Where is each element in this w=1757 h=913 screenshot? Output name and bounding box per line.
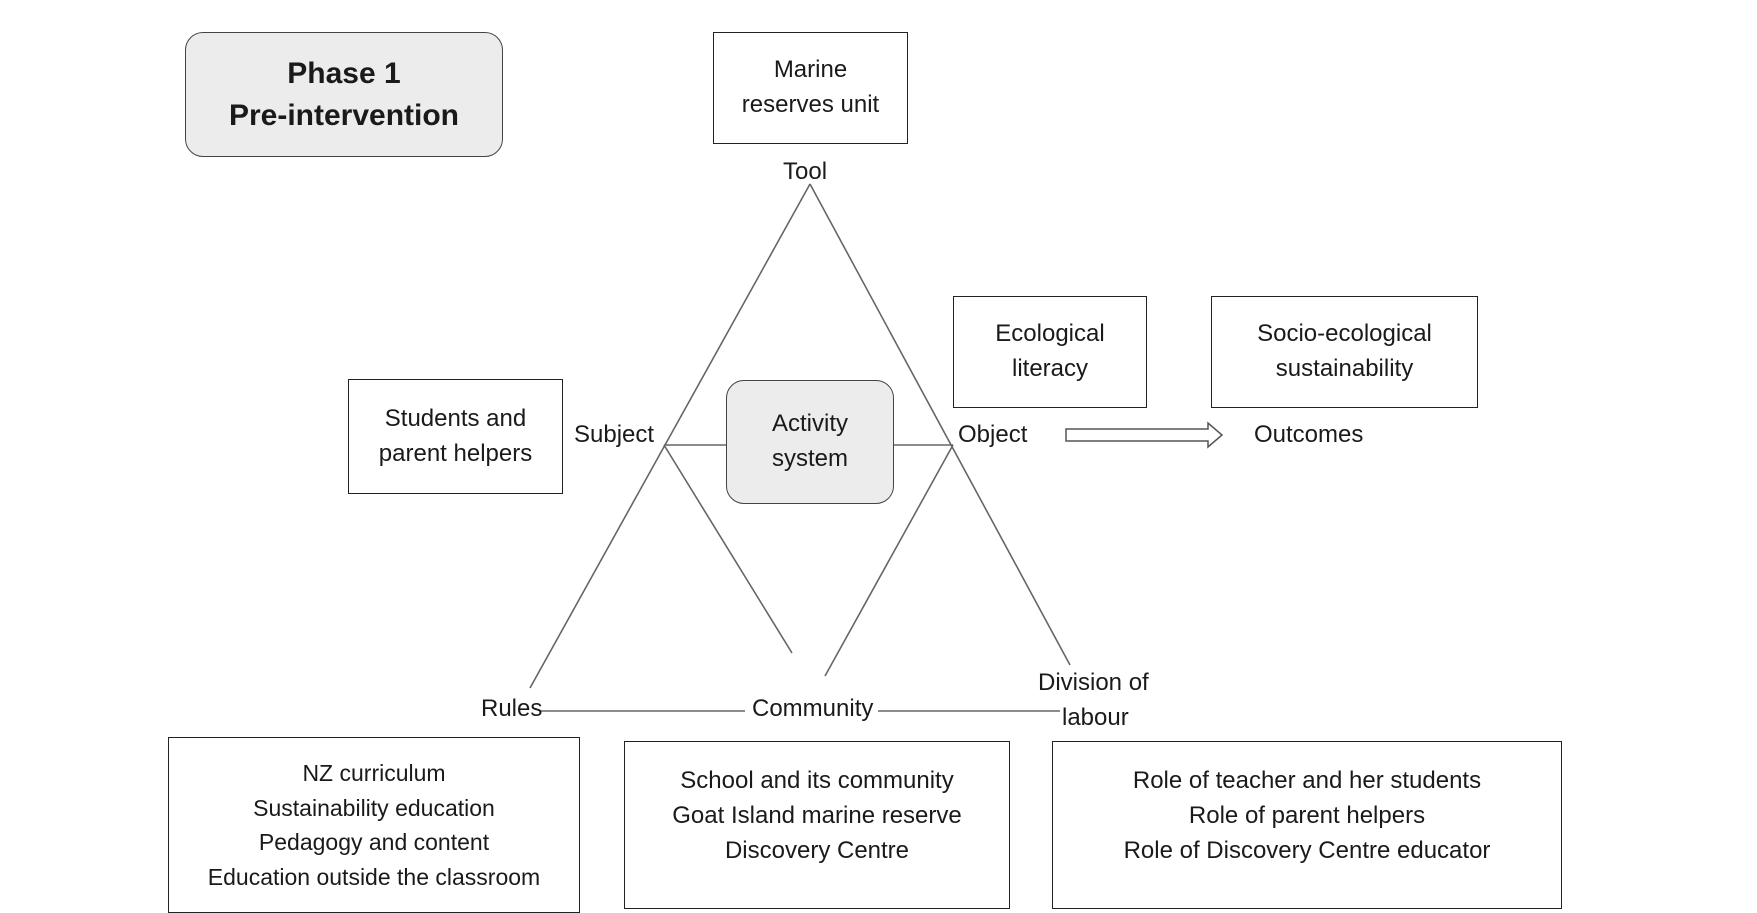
phase-title: Phase 1 bbox=[287, 56, 401, 90]
object-community-line bbox=[824, 444, 954, 677]
object-box-line-1: Ecological bbox=[995, 320, 1105, 348]
rules-box-line-4: Education outside the classroom bbox=[207, 863, 541, 890]
community-box-line-1: School and its community bbox=[680, 767, 954, 794]
outcome-box: Socio-ecological sustainability bbox=[1211, 296, 1478, 408]
phase-box: Phase 1 Pre-intervention bbox=[185, 32, 503, 157]
tool-box: Marine reserves unit bbox=[713, 32, 908, 144]
object-label: Object bbox=[958, 421, 1028, 448]
outcome-box-line-1: Socio-ecological bbox=[1257, 320, 1432, 348]
community-box-line-3: Discovery Centre bbox=[724, 836, 910, 864]
division-box: Role of teacher and her students Role of… bbox=[1052, 741, 1562, 909]
subject-box: Students and parent helpers bbox=[348, 379, 563, 494]
outcomes-label: Outcomes bbox=[1254, 421, 1364, 448]
subject-box-line-2: parent helpers bbox=[378, 439, 533, 467]
phase-subtitle: Pre-intervention bbox=[228, 98, 460, 132]
object-box-line-2: literacy bbox=[1011, 355, 1089, 382]
community-box: School and its community Goat Island mar… bbox=[624, 741, 1010, 909]
division-box-line-1: Role of teacher and her students bbox=[1132, 767, 1482, 794]
rules-box: NZ curriculum Sustainability education P… bbox=[168, 737, 580, 913]
subject-community-line bbox=[663, 444, 793, 654]
activity-line-1: Activity bbox=[771, 410, 848, 438]
division-label-line-1: Division of bbox=[1038, 669, 1149, 696]
subject-box-line-1: Students and bbox=[384, 404, 527, 432]
outcome-arrow-shape bbox=[1065, 421, 1224, 449]
activity-line-2: system bbox=[771, 445, 848, 472]
rules-label: Rules bbox=[481, 695, 543, 722]
subject-label: Subject bbox=[574, 421, 655, 448]
tool-label: Tool bbox=[783, 158, 828, 185]
tool-box-line-2: reserves unit bbox=[741, 91, 880, 118]
division-box-line-3: Role of Discovery Centre educator bbox=[1123, 836, 1491, 864]
object-box: Ecological literacy bbox=[953, 296, 1147, 408]
division-label-line-2: labour bbox=[1062, 704, 1129, 731]
community-label: Community bbox=[752, 695, 874, 722]
tool-box-line-1: Marine bbox=[773, 56, 848, 84]
rules-box-line-2: Sustainability education bbox=[253, 794, 495, 821]
outcome-box-line-2: sustainability bbox=[1275, 355, 1414, 382]
tool-division-line bbox=[809, 183, 1071, 666]
community-box-line-2: Goat Island marine reserve bbox=[672, 801, 962, 829]
rules-box-line-3: Pedagogy and content bbox=[258, 829, 490, 855]
activity-system-box: Activity system bbox=[726, 380, 894, 504]
division-box-line-2: Role of parent helpers bbox=[1188, 801, 1426, 829]
tool-rules-line bbox=[529, 183, 811, 689]
rules-box-line-1: NZ curriculum bbox=[302, 760, 446, 786]
